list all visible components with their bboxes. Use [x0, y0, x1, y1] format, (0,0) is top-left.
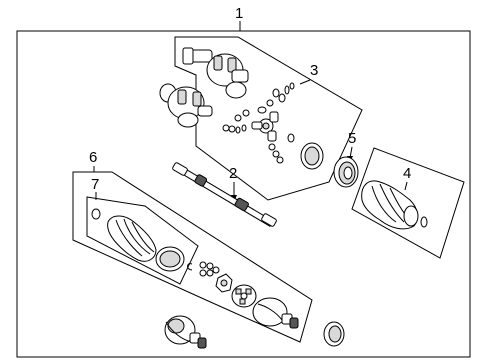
- seal-part-5: [333, 156, 359, 188]
- outer-boot-part-7: [91, 208, 185, 272]
- group-3-outline: [174, 36, 363, 201]
- svg-text:7: 7: [91, 176, 99, 193]
- svg-text:5: 5: [348, 130, 356, 147]
- group-6-outline: [72, 171, 313, 343]
- callout-1[interactable]: 1: [235, 5, 243, 31]
- ball-set: [187, 261, 220, 277]
- inner-joint-housing-upper: [182, 47, 249, 99]
- diagram-frame: [16, 30, 471, 358]
- outer-joint-assembly: [164, 315, 207, 349]
- outer-cv-joint: [252, 297, 299, 329]
- boot-part-4: [361, 180, 428, 230]
- svg-text:6: 6: [89, 149, 97, 166]
- retainer-rings: [222, 82, 295, 143]
- callout-7[interactable]: 7: [91, 176, 99, 200]
- boot-clamp-upper: [300, 142, 324, 170]
- inner-race: [215, 273, 233, 293]
- group-7-outline: [86, 196, 199, 285]
- svg-text:2: 2: [229, 165, 237, 182]
- svg-text:1: 1: [235, 5, 243, 22]
- callout-3[interactable]: 3: [299, 62, 318, 85]
- ball-cage: [231, 284, 257, 308]
- axle-shaft-part-2: [172, 162, 277, 228]
- tripod-spider: [251, 106, 284, 164]
- svg-text:4: 4: [403, 165, 411, 182]
- group-4-outline: [351, 147, 465, 259]
- callout-4[interactable]: 4: [403, 165, 411, 191]
- callout-6[interactable]: 6: [89, 149, 97, 172]
- inner-joint-housing-lower: [159, 83, 213, 128]
- dust-seal: [323, 321, 345, 347]
- svg-text:3: 3: [310, 62, 318, 79]
